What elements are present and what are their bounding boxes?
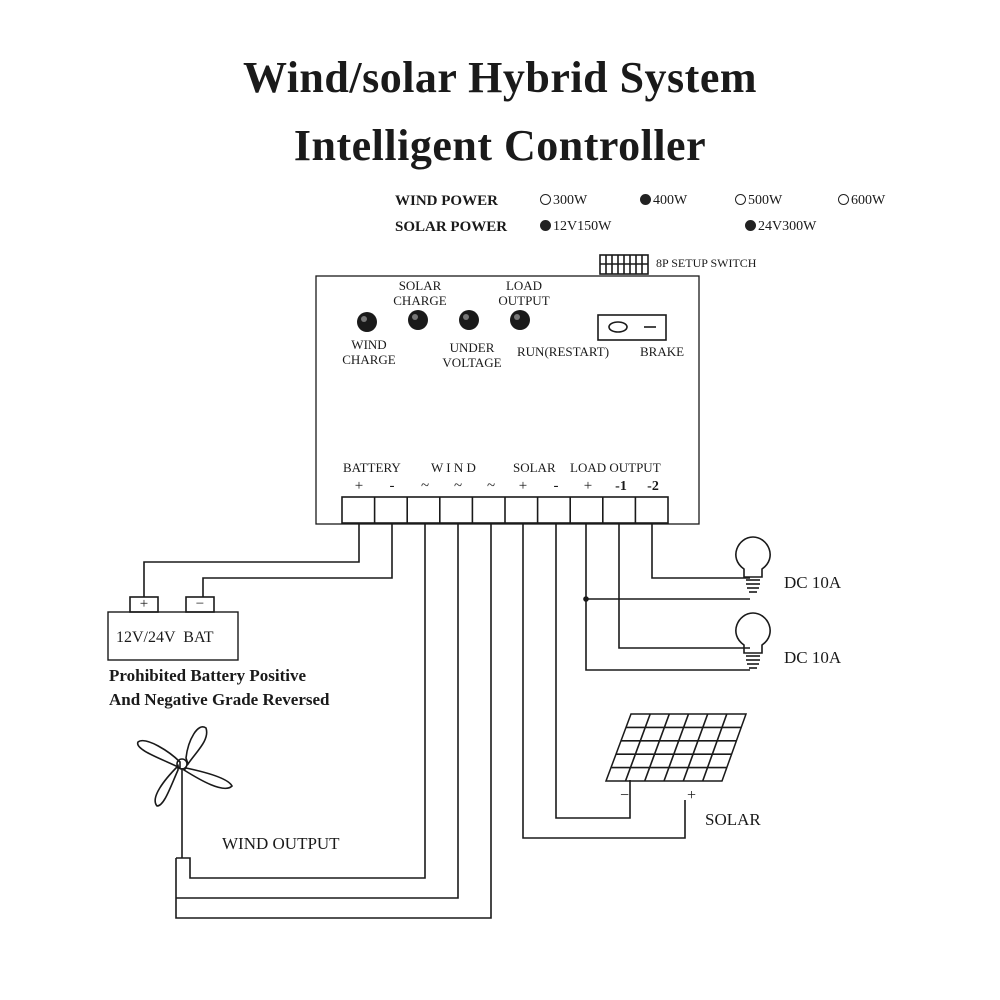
battery-terminal-label: BATTERY — [343, 460, 401, 475]
wind-charge-label: WIND CHARGE — [342, 337, 396, 367]
junction-dot — [583, 596, 589, 602]
wind-option-600w: 600W — [838, 193, 885, 209]
solar-panel-icon — [604, 713, 748, 782]
led-indicator-icon — [408, 310, 428, 330]
led-indicator-icon — [510, 310, 530, 330]
load-2-wire — [618, 523, 750, 649]
solar-negative-wire — [555, 523, 631, 819]
solar-terminal-label: SOLAR — [513, 460, 556, 475]
brake-label: BRAKE — [640, 344, 685, 359]
terminal-mark: ~ — [453, 478, 463, 494]
solar-positive-wire — [522, 523, 686, 839]
option-dot-icon — [540, 220, 551, 231]
wind-wire-2 — [176, 523, 459, 899]
option-dot-icon — [735, 194, 746, 205]
terminal-mark: -1 — [615, 479, 627, 494]
light-bulb-icon — [735, 536, 771, 593]
battery-minus-mark: − — [195, 596, 205, 612]
wind-option-500w: 500W — [735, 193, 782, 209]
solar-option-12v: 12V150W — [540, 219, 611, 235]
battery-positive-wire — [143, 523, 360, 597]
terminal-mark: ~ — [420, 478, 430, 494]
light-bulb-icon — [735, 612, 771, 669]
option-dot-icon — [540, 194, 551, 205]
led-indicator-icon — [459, 310, 479, 330]
terminal-mark: + — [583, 478, 593, 494]
wind-power-label: WIND POWER — [395, 193, 498, 209]
terminal-mark: + — [354, 478, 364, 494]
wind-turbine-icon — [137, 726, 233, 858]
battery-label: 12V/24V BAT — [116, 629, 214, 646]
load-1-label: DC 10A — [784, 573, 842, 592]
solar-minus-mark: − — [620, 787, 630, 804]
load-2-label: DC 10A — [784, 648, 842, 667]
solar-option-24v: 24V300W — [745, 219, 816, 235]
led-indicator-icon — [357, 312, 377, 332]
battery-plus-mark: + — [139, 596, 149, 612]
under-voltage-label: UNDER VOLTAGE — [442, 340, 502, 370]
option-dot-icon — [745, 220, 756, 231]
diagram-title-line2: Intelligent Controller — [293, 121, 707, 170]
wind-terminal-label: W I N D — [431, 460, 476, 475]
load-output-led-label: LOAD OUTPUT — [498, 278, 550, 308]
terminal-mark: + — [518, 478, 528, 494]
solar-label: SOLAR — [705, 810, 761, 829]
solar-power-label: SOLAR POWER — [395, 219, 508, 235]
toggle-switch-icon — [597, 314, 667, 341]
battery-icon — [107, 596, 239, 661]
warning-line2: And Negative Grade Reversed — [109, 690, 330, 709]
load-positive-wire — [585, 523, 750, 671]
wind-option-300w: 300W — [540, 193, 587, 209]
solar-plus-mark: + — [687, 787, 697, 804]
wind-wire-1 — [176, 523, 426, 879]
terminal-mark: -2 — [647, 479, 659, 494]
battery-negative-wire — [202, 523, 393, 597]
load-1-wire — [651, 523, 750, 579]
solar-charge-label: SOLAR CHARGE — [393, 278, 447, 308]
option-dot-icon — [640, 194, 651, 205]
wind-wire-3 — [175, 523, 492, 919]
dip-switch-icon — [599, 254, 649, 275]
diagram-title-line1: Wind/solar Hybrid System — [242, 53, 758, 102]
load-output-terminal-label: LOAD OUTPUT — [570, 460, 661, 475]
terminal-block — [341, 496, 669, 524]
warning-line1: Prohibited Battery Positive — [109, 666, 307, 685]
terminal-mark: ~ — [486, 478, 496, 494]
terminal-mark: - — [389, 478, 395, 494]
controller-box — [315, 275, 700, 525]
option-dot-icon — [838, 194, 849, 205]
wind-output-label: WIND OUTPUT — [222, 834, 340, 853]
setup-switch-label: 8P SETUP SWITCH — [656, 256, 757, 270]
terminal-mark: - — [553, 478, 559, 494]
run-restart-label: RUN(RESTART) — [517, 344, 610, 359]
wind-option-400w: 400W — [640, 193, 687, 209]
